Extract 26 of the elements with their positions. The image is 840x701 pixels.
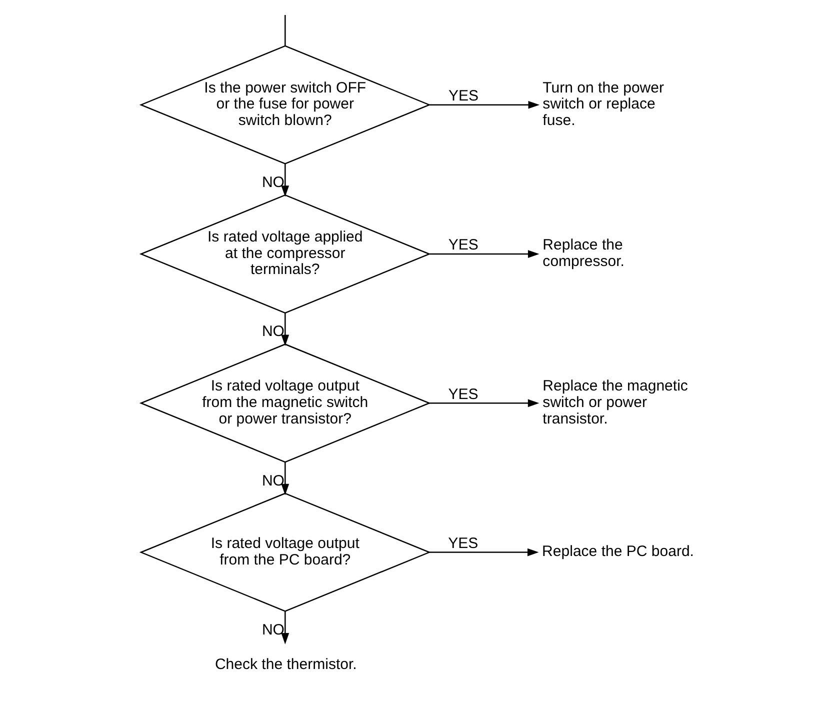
node-diamond: Is rated voltage output from the magnetic switch or power transistor? bbox=[138, 344, 430, 463]
node-diamond: Is rated voltage output from the PC board? bbox=[138, 492, 430, 612]
edge-label: NO bbox=[261, 323, 284, 340]
arrow bbox=[428, 250, 539, 258]
node-text: Replace the compressor. bbox=[542, 236, 624, 270]
edge-label: YES bbox=[448, 535, 478, 552]
edge-label: YES bbox=[448, 386, 478, 403]
arrow bbox=[280, 611, 289, 644]
edge-label: YES bbox=[448, 88, 478, 105]
arrow bbox=[280, 312, 289, 346]
node-text: Turn on the power switch or replace fuse. bbox=[542, 79, 664, 130]
node-text: Replace the PC board. bbox=[542, 543, 694, 560]
arrow bbox=[428, 548, 538, 556]
node-text: Check the thermistor. bbox=[214, 656, 356, 673]
connector bbox=[284, 15, 286, 46]
arrow bbox=[428, 399, 539, 408]
edge-label: NO bbox=[261, 174, 284, 192]
edge-label: YES bbox=[448, 236, 478, 254]
node-diamond: Is the power switch OFF or the fuse for power switch blown? bbox=[138, 45, 430, 164]
node-text: Replace the magnetic switch or power transistor. bbox=[542, 378, 688, 428]
edge-label: NO bbox=[261, 622, 284, 639]
edge-label: NO bbox=[261, 472, 284, 490]
arrow bbox=[280, 462, 289, 496]
arrow bbox=[280, 164, 289, 197]
arrow bbox=[428, 100, 540, 109]
node-diamond: Is rated voltage applied at the compressor terminals? bbox=[138, 194, 430, 314]
